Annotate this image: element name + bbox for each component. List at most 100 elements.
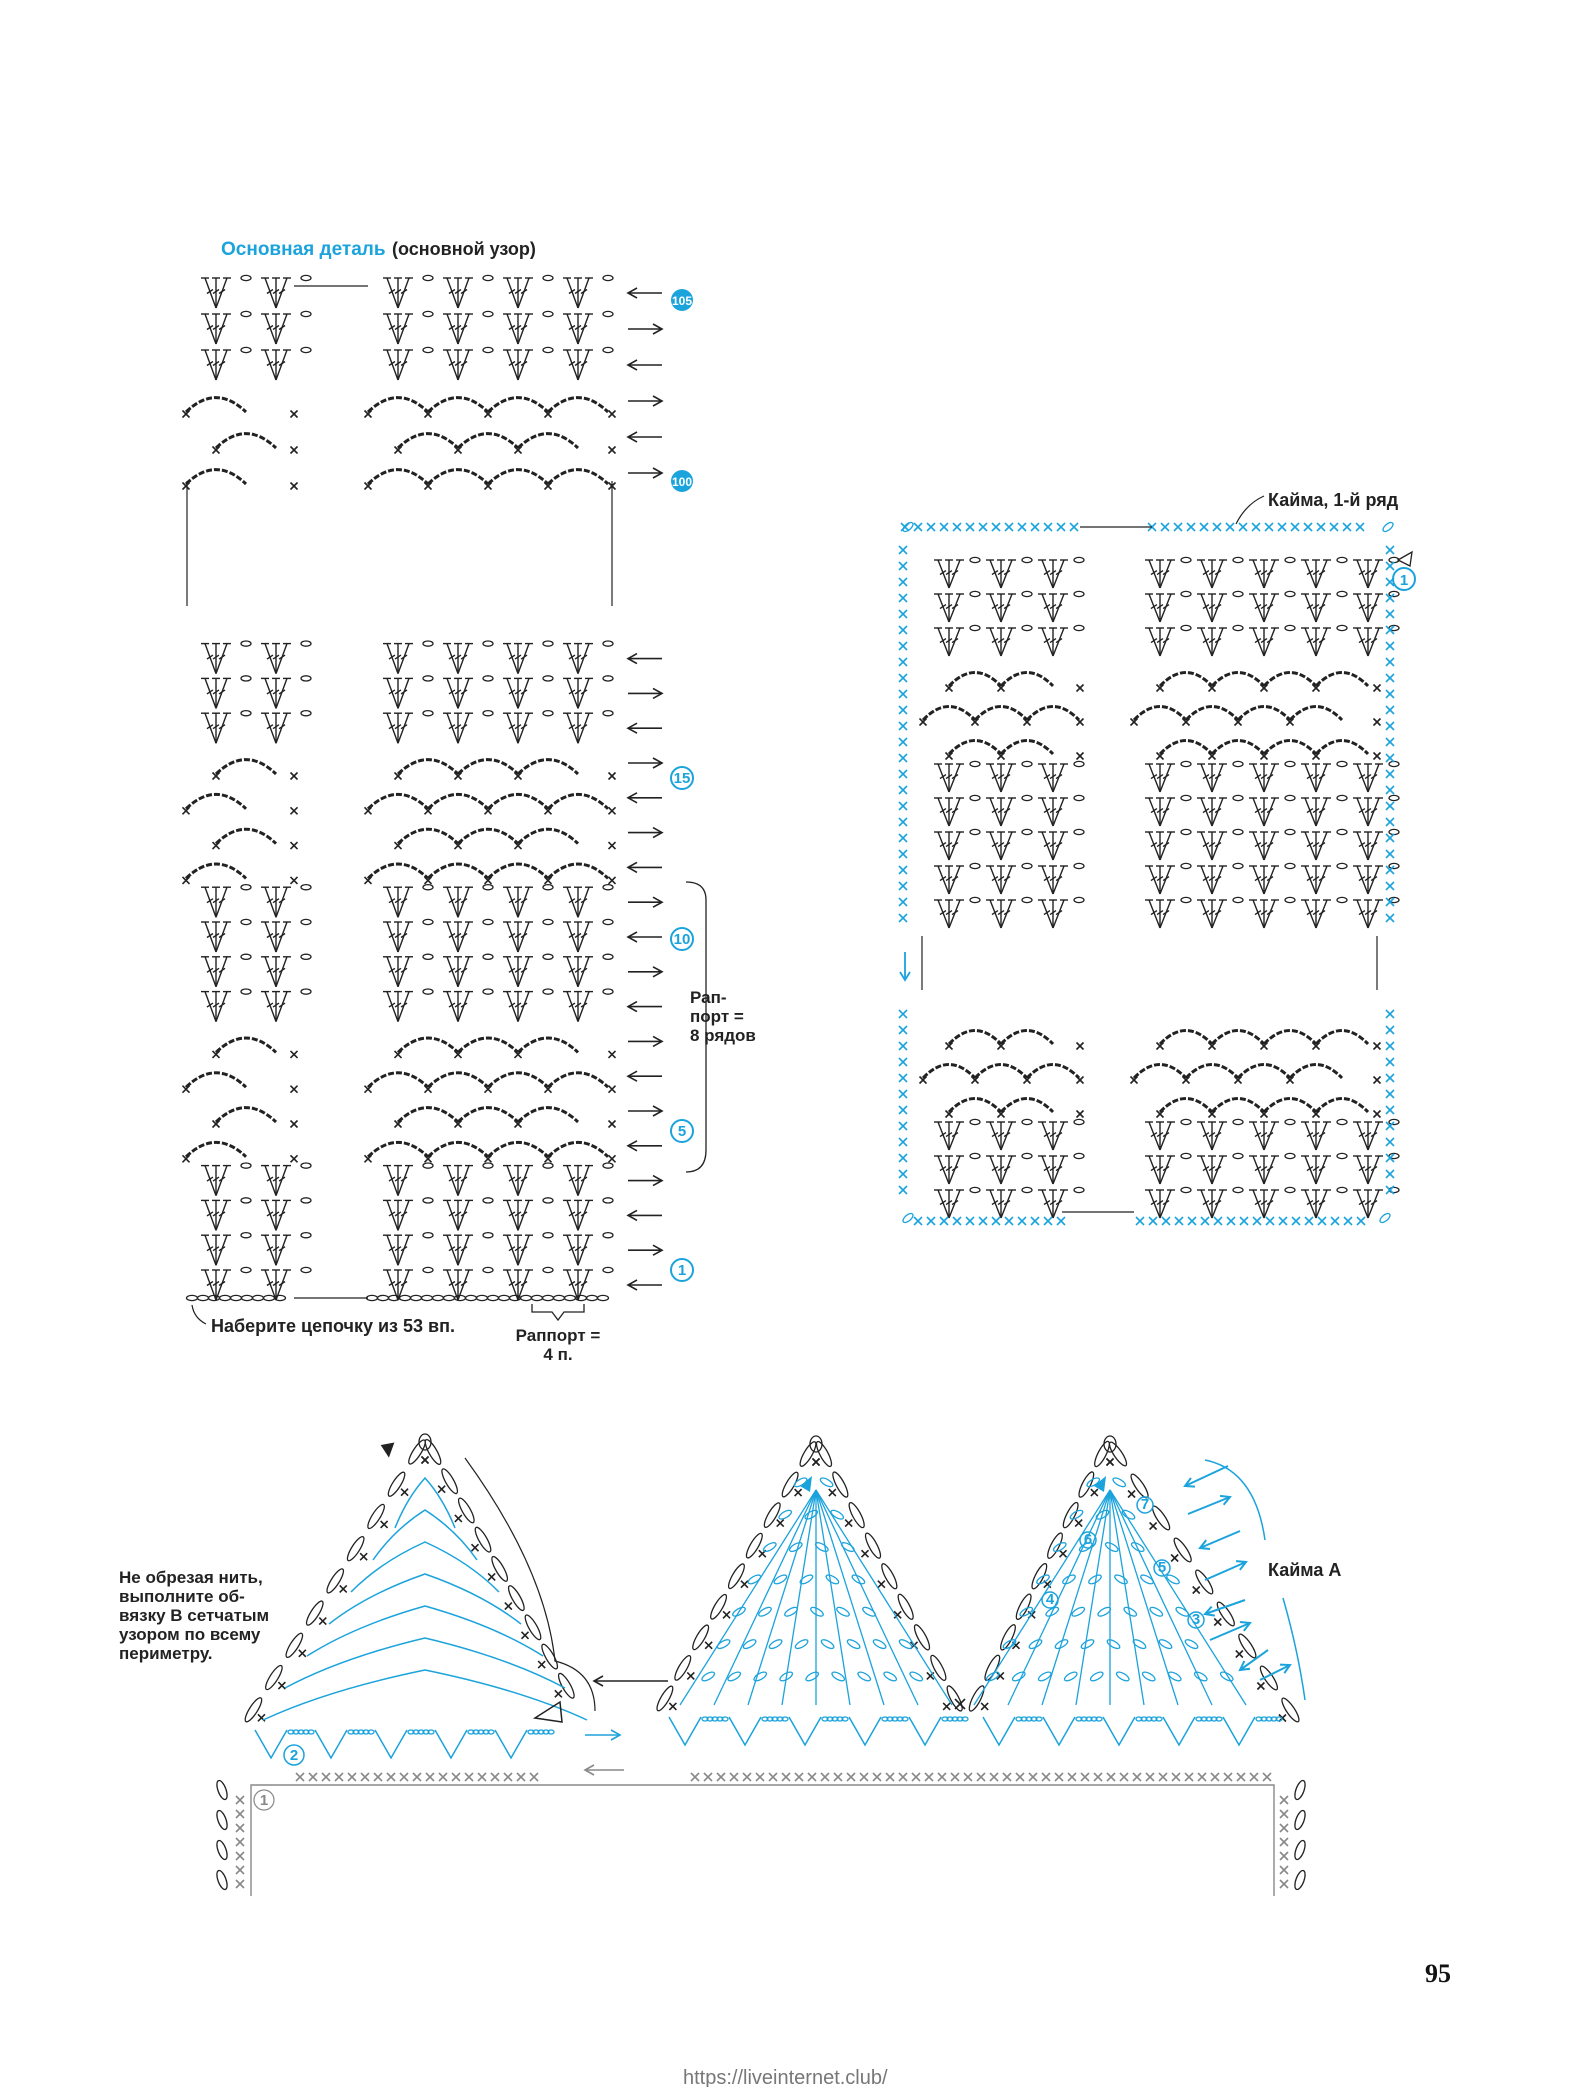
- stitch-line: [945, 1132, 953, 1138]
- stitch-line: [1155, 1041, 1165, 1051]
- chain-stitch: [326, 1568, 345, 1594]
- stitch-line: [1364, 842, 1372, 848]
- chain-stitch: [1021, 556, 1033, 564]
- stitch-line: [1266, 1132, 1274, 1138]
- stitch-line: [1075, 751, 1085, 761]
- stitch-line: [1075, 1041, 1085, 1051]
- stitch-line: [206, 689, 214, 695]
- stitch-line: [454, 1002, 462, 1008]
- stitch-line: [945, 842, 953, 848]
- stitch-line: [1202, 876, 1210, 882]
- stitch-line: [394, 689, 402, 695]
- stitch-line: [1105, 1457, 1115, 1467]
- stitch-line: [1355, 522, 1365, 532]
- stitch-line: [264, 1165, 277, 1196]
- chain-arc: [1236, 1063, 1292, 1080]
- stitch-line: [446, 1269, 459, 1301]
- stitch-line: [1181, 717, 1191, 727]
- chain-stitch: [497, 1294, 511, 1302]
- chain-arc: [1158, 1097, 1214, 1114]
- stitch-line: [1370, 604, 1378, 610]
- stitch-line: [1367, 593, 1380, 623]
- stitch-line: [945, 876, 953, 882]
- chain-stitch: [968, 1685, 985, 1712]
- direction-arrow-icon: [1219, 1494, 1232, 1506]
- chain-stitch: [1167, 1671, 1182, 1682]
- stitch-line: [266, 360, 274, 367]
- stitch-line: [457, 991, 470, 1022]
- svg-text:Не обрезая нить,: Не обрезая нить,: [119, 1568, 263, 1587]
- stitch-line: [989, 627, 1002, 657]
- stitch-line: [457, 313, 470, 345]
- stitch-line: [397, 1165, 410, 1196]
- stitch-line: [1159, 899, 1172, 929]
- chain-stitch: [985, 1671, 1000, 1682]
- chain-stitch: [422, 1729, 430, 1735]
- stitch-line: [206, 1280, 214, 1287]
- chain-stitch: [896, 1716, 904, 1722]
- stitch-line: [508, 654, 516, 660]
- stitch-line: [991, 1200, 999, 1206]
- stitch-line: [898, 1025, 908, 1035]
- chain-arc: [921, 705, 977, 722]
- chain-arc: [999, 1097, 1055, 1114]
- stitch-line: [1156, 1166, 1164, 1172]
- stitch-line: [1067, 1772, 1077, 1782]
- stitch-line: [218, 1280, 226, 1287]
- stitch-line: [1054, 1772, 1064, 1782]
- stitch-line: [1159, 1121, 1172, 1151]
- chain-arc: [1184, 1063, 1240, 1080]
- stitch-line: [181, 1154, 191, 1163]
- stitch-line: [278, 689, 286, 695]
- stitch-line: [1315, 1121, 1328, 1151]
- chain-stitch: [300, 274, 312, 282]
- stitch-line: [898, 545, 908, 555]
- chain-stitch: [1095, 1716, 1103, 1722]
- stitch-line: [211, 445, 221, 455]
- stitch-line: [454, 654, 462, 660]
- chain-stitch: [427, 1729, 435, 1735]
- chain-stitch: [692, 1624, 710, 1651]
- stitch-line: [1000, 831, 1013, 861]
- chain-stitch: [1021, 896, 1033, 904]
- stitch-line: [1043, 774, 1051, 780]
- stitch-line: [1260, 876, 1268, 882]
- chain-stitch: [1155, 1716, 1163, 1722]
- stitch-line: [980, 1702, 989, 1711]
- chain-stitch: [300, 953, 312, 961]
- stitch-line: [1030, 1216, 1040, 1226]
- stitch-line: [363, 409, 373, 419]
- stitch-line: [1254, 604, 1262, 610]
- chain-stitch: [831, 1671, 846, 1682]
- chain-arc: [1314, 1097, 1370, 1114]
- stitch-line: [1356, 1216, 1366, 1226]
- stitch-line: [1318, 808, 1326, 814]
- stitch-line: [1041, 865, 1054, 895]
- chain-stitch: [1232, 896, 1244, 904]
- stitch-line: [1075, 683, 1085, 693]
- stitch-line: [1263, 1189, 1276, 1219]
- stitch-line: [1364, 876, 1372, 882]
- stitch-line: [211, 841, 221, 850]
- stitch-line: [900, 522, 910, 532]
- stitch-line: [1385, 817, 1395, 827]
- stitch-line: [954, 1698, 966, 1710]
- stitch-line: [397, 956, 410, 988]
- stitch-line: [1156, 808, 1164, 814]
- stitch-line: [939, 1166, 947, 1172]
- stitch-line: [275, 956, 288, 988]
- stitch-line: [400, 1176, 408, 1182]
- stitch-line: [514, 724, 522, 730]
- start-marker-icon: [1094, 1476, 1106, 1492]
- chain-stitch: [1336, 896, 1348, 904]
- chain-stitch: [422, 918, 434, 926]
- chain-stitch: [727, 1563, 745, 1590]
- stitch-line: [607, 841, 617, 850]
- chain-stitch: [1149, 1606, 1164, 1617]
- stitch-line: [1318, 1200, 1326, 1206]
- stitch-line: [388, 724, 396, 730]
- chain-stitch: [1073, 1152, 1085, 1160]
- stitch-line: [1315, 559, 1328, 589]
- stitch-line: [215, 1165, 228, 1196]
- chain-arc: [516, 827, 580, 845]
